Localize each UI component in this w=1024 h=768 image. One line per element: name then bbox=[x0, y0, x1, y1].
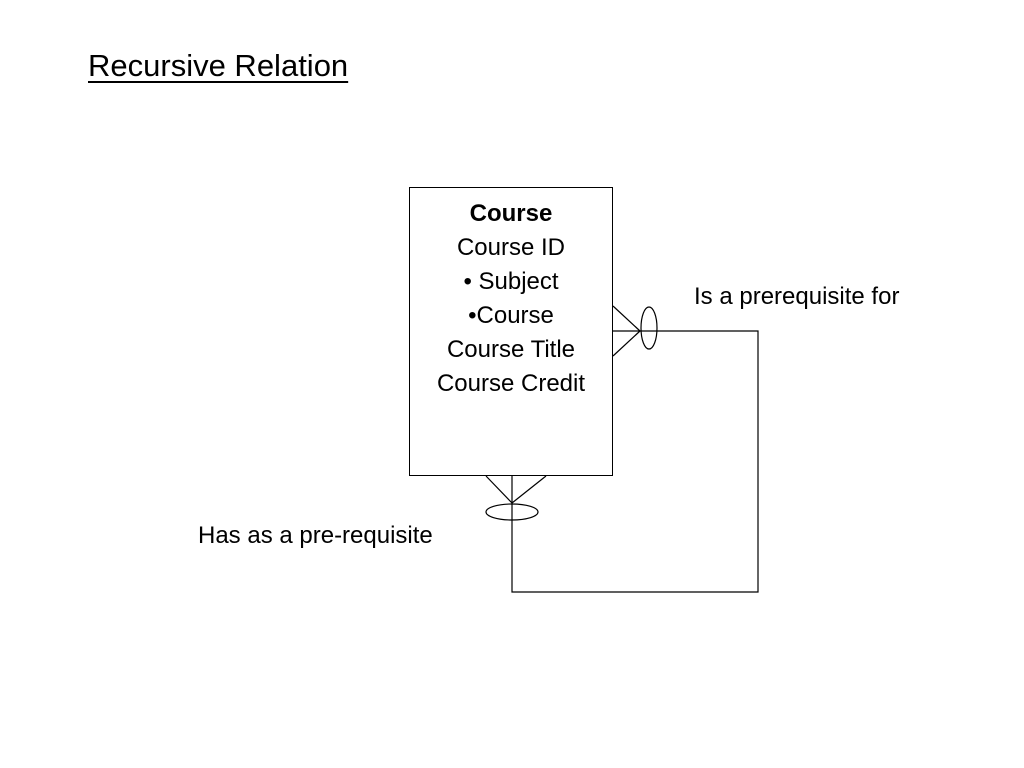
slide-title: Recursive Relation bbox=[88, 48, 349, 83]
relationship-label-has-as-prerequisite: Has as a pre-requisite bbox=[198, 522, 433, 549]
bottom-crows-foot-icon bbox=[485, 475, 547, 504]
relationship-label-is-prerequisite-for: Is a prerequisite for bbox=[694, 283, 900, 310]
right-optional-circle-icon bbox=[640, 306, 658, 350]
right-crows-foot-icon bbox=[612, 305, 641, 357]
course-entity-box bbox=[409, 187, 613, 476]
bottom-optional-circle-icon bbox=[485, 503, 539, 521]
recursive-loop-line bbox=[511, 330, 759, 593]
